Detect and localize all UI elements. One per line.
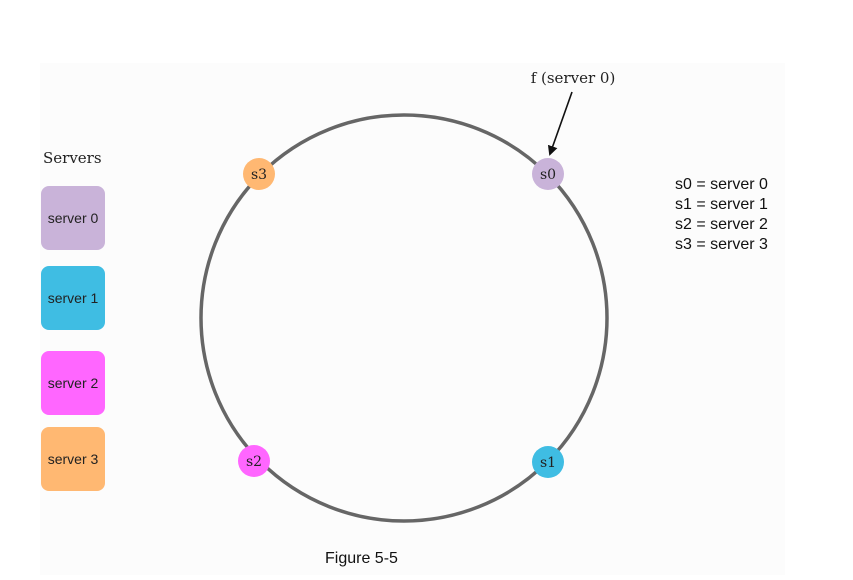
server-box-3: server 3 [41,427,105,491]
figure-caption: Figure 5-5 [325,550,398,567]
legend-line: s1 = server 1 [675,196,768,213]
ring-node-s1-dot [532,446,564,478]
hash-ring [199,113,609,523]
ring-node-s3: s3 [243,158,275,190]
server-box-label: server 3 [47,451,99,467]
server-box-2: server 2 [41,351,105,415]
server-box-0: server 0 [41,186,105,250]
ring-node-s3-label: s3 [251,167,267,183]
server-box-label: server 2 [47,375,99,391]
ring-node-s1: s1 [532,446,564,478]
ring-node-s0-label: s0 [540,167,556,183]
ring-node-s1-label: s1 [540,455,556,471]
ring-node-s2-label: s2 [246,454,262,470]
ring-node-s0-dot [532,158,564,190]
ring-node-s2: s2 [238,445,270,477]
legend-line: s2 = server 2 [675,216,768,233]
annotation-label: f (server 0) [531,69,616,87]
server-box-label: server 1 [47,290,99,306]
ring-node-s3-dot [243,158,275,190]
server-box-label: server 0 [47,210,99,226]
ring-node-s0: s0 [532,158,564,190]
servers-heading: Servers [43,149,102,167]
diagram-panel [40,63,785,575]
annotation-arrow [547,91,573,156]
legend-line: s0 = server 0 [675,176,768,193]
legend-line: s3 = server 3 [675,236,768,253]
server-box-1: server 1 [41,266,105,330]
node-legend: s0 = server 0 s1 = server 1 s2 = server … [675,175,768,255]
ring-node-s2-dot [238,445,270,477]
